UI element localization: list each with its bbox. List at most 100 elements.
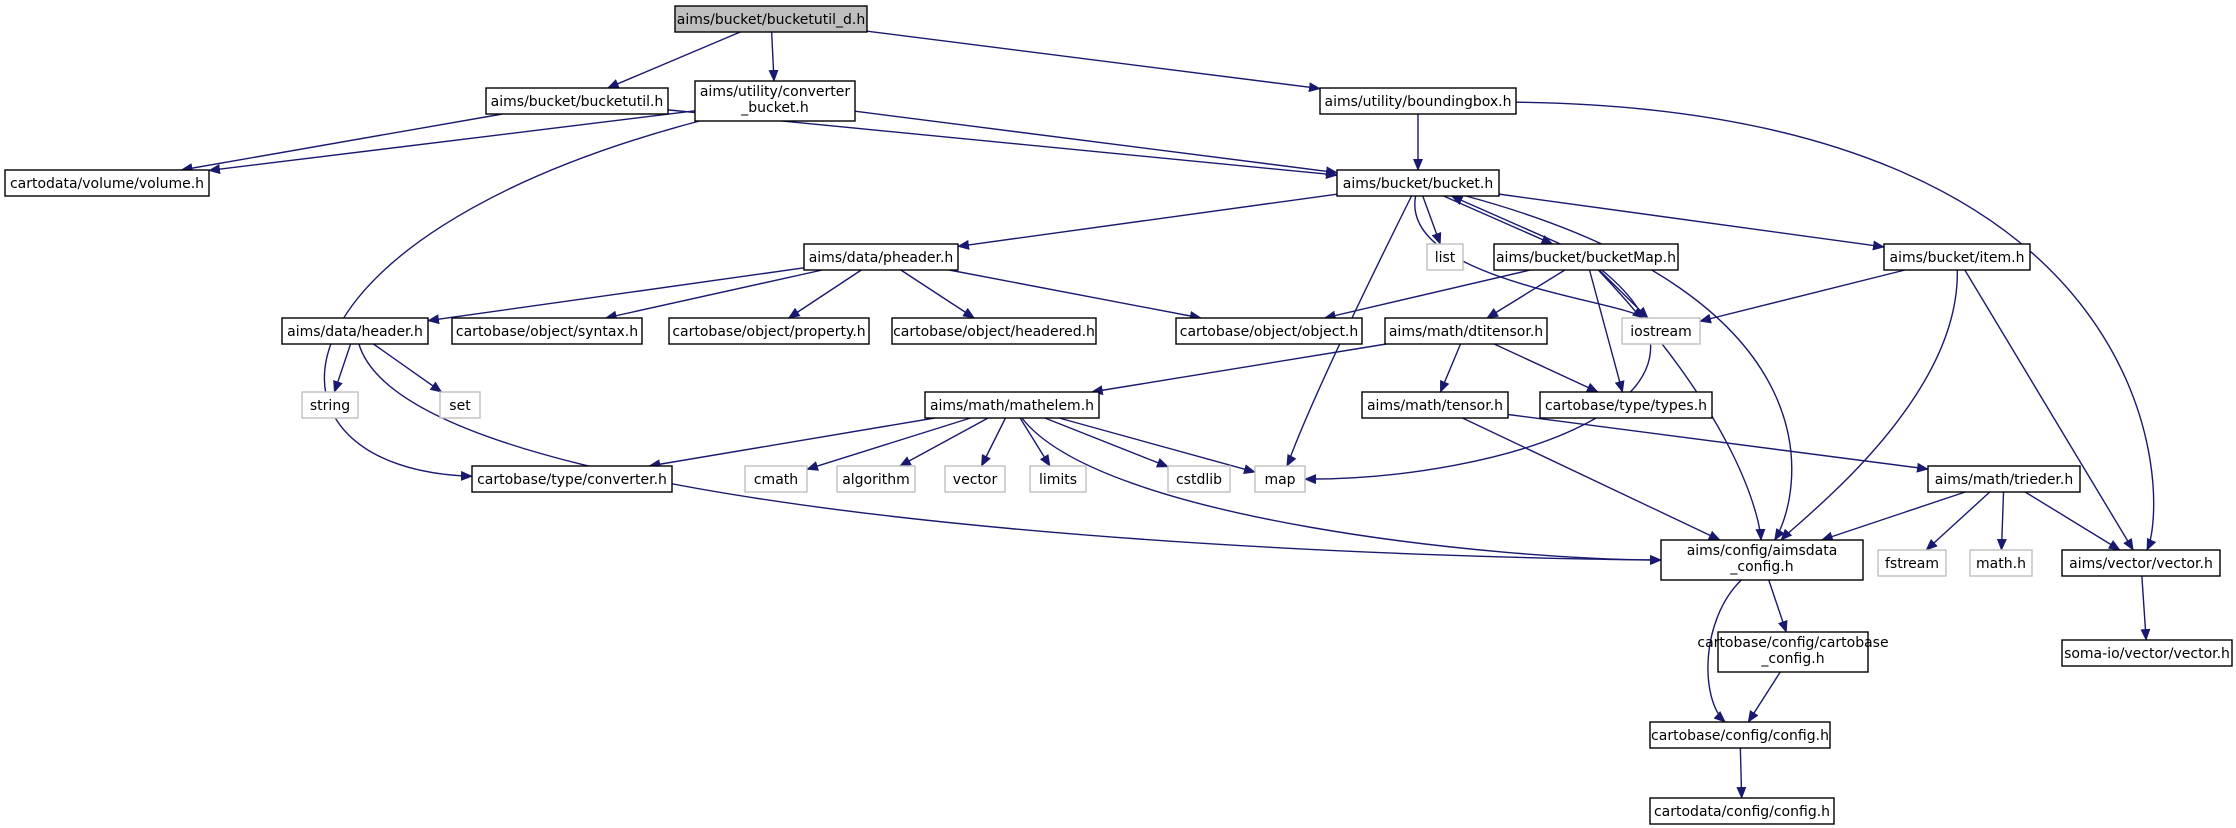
edge-aimsdata_config-to-cb_config — [1707, 579, 1742, 723]
node-converter_bucket[interactable]: aims/utility/converter_bucket.h — [694, 80, 856, 122]
edge-bucketMap-to-object — [1323, 269, 1531, 321]
node-bucketutil[interactable]: aims/bucket/bucketutil.h — [485, 87, 669, 115]
node-header[interactable]: aims/data/header.h — [281, 317, 429, 345]
node-cd_config[interactable]: cartodata/config/config.h — [1649, 797, 1835, 825]
edge-line — [900, 269, 975, 319]
edge-pheader-to-headered — [900, 269, 975, 319]
edge-line — [180, 113, 503, 174]
edge-line — [866, 30, 1321, 93]
node-box — [944, 465, 1006, 493]
node-label: cartobase/object/headered.h — [893, 324, 1095, 340]
node-volume[interactable]: cartodata/volume/volume.h — [4, 169, 210, 197]
edge-line — [1588, 269, 1625, 393]
edge-line — [787, 269, 862, 319]
edge-line — [648, 417, 935, 470]
edge-pheader-to-object — [949, 269, 1202, 321]
edge-mathelem-to-vector — [980, 417, 1007, 467]
node-box — [1649, 797, 1835, 825]
node-cartobase_config[interactable]: cartobase/config/cartobase_config.h — [1697, 631, 1889, 673]
edge-mathelem-to-aimsdata_config — [1021, 417, 1662, 565]
edge-line — [2140, 575, 2151, 641]
node-box — [1336, 169, 1500, 197]
node-label: iostream — [1630, 324, 1692, 340]
edge-bucket-to-iostream — [1414, 195, 1645, 319]
node-label: aims/utility/converter — [700, 84, 851, 100]
edge-pheader-to-header — [427, 267, 805, 325]
node-pheader[interactable]: aims/data/pheader.h — [803, 243, 959, 271]
node-set: set — [439, 391, 481, 419]
edge-line — [1443, 195, 1554, 245]
node-box — [1883, 243, 2031, 271]
node-algorithm: algorithm — [836, 465, 916, 493]
edge-trieder-to-aimsvector — [2024, 491, 2121, 551]
edge-dtitensor-to-mathelem — [1090, 343, 1387, 396]
node-mathelem[interactable]: aims/math/mathelem.h — [924, 391, 1100, 419]
edge-line — [1462, 417, 1721, 541]
node-converter[interactable]: cartobase/type/converter.h — [471, 465, 673, 493]
node-label: cartobase/object/syntax.h — [456, 324, 638, 340]
edge-line — [1021, 417, 1662, 565]
edge-line — [1304, 269, 1652, 485]
node-headered[interactable]: cartobase/object/headered.h — [891, 317, 1097, 345]
node-label: aims/math/trieder.h — [1935, 472, 2073, 488]
node-list: list — [1426, 243, 1464, 271]
node-somaio_vector[interactable]: soma-io/vector/vector.h — [2061, 639, 2233, 667]
node-cb_config[interactable]: cartobase/config/config.h — [1649, 721, 1831, 749]
node-object[interactable]: cartobase/object/object.h — [1175, 317, 1363, 345]
node-trieder[interactable]: aims/math/trieder.h — [1927, 465, 2081, 493]
edge-cartobase_config-to-cb_config — [1747, 671, 1781, 723]
node-label: soma-io/vector/vector.h — [2064, 646, 2230, 662]
edge-bucket-to-bucketMap — [1443, 195, 1554, 245]
edge-item-to-aimsdata_config — [1780, 269, 1958, 541]
node-bucketMap[interactable]: aims/bucket/bucketMap.h — [1493, 243, 1679, 271]
edge-header-to-aimsdata_config — [358, 343, 1662, 565]
node-box — [1029, 465, 1087, 493]
edge-line — [604, 269, 823, 321]
edge-bucketutil-to-volume — [180, 113, 503, 174]
edge-line — [854, 110, 1338, 177]
node-label: cartobase/type/types.h — [1545, 398, 1707, 414]
edge-line — [1736, 747, 1747, 799]
node-tensor[interactable]: aims/math/tensor.h — [1361, 391, 1509, 419]
edge-line — [208, 110, 696, 175]
node-label: fstream — [1885, 556, 1939, 572]
edge-line — [1925, 491, 1991, 551]
node-aimsvector[interactable]: aims/vector/vector.h — [2061, 549, 2221, 577]
edge-line — [1044, 417, 1169, 468]
node-cstdlib: cstdlib — [1167, 465, 1231, 493]
node-syntax[interactable]: cartobase/object/syntax.h — [451, 317, 643, 345]
edge-mathelem-to-cmath — [806, 417, 971, 471]
edge-root-to-converter_bucket — [768, 31, 779, 82]
node-label: aims/math/mathelem.h — [930, 398, 1094, 414]
edge-line — [957, 193, 1338, 250]
node-property[interactable]: cartobase/object/property.h — [668, 317, 870, 345]
edge-line — [358, 343, 1662, 565]
node-label: aims/bucket/bucket.h — [1343, 176, 1494, 192]
node-item[interactable]: aims/bucket/item.h — [1883, 243, 2031, 271]
node-boundingbox[interactable]: aims/utility/boundingbox.h — [1319, 87, 1517, 115]
node-label: list — [1435, 250, 1456, 266]
node-label: cartobase/config/config.h — [1651, 728, 1829, 744]
edge-root-to-boundingbox — [866, 30, 1321, 93]
edge-line — [1780, 269, 1958, 541]
node-aimsdata_config[interactable]: aims/config/aimsdata_config.h — [1660, 539, 1864, 581]
node-cmath: cmath — [744, 465, 808, 493]
edge-line — [1323, 269, 1531, 321]
edge-line — [1058, 417, 1256, 474]
edge-bucketMap-to-map — [1304, 269, 1652, 485]
node-label: cartobase/type/converter.h — [477, 472, 667, 488]
edge-line — [323, 120, 700, 481]
node-root: aims/bucket/bucketutil_d.h — [674, 5, 868, 33]
edge-dtitensor-to-tensor — [1439, 343, 1462, 393]
node-label: math.h — [1976, 556, 2026, 572]
node-dtitensor[interactable]: aims/math/dtitensor.h — [1384, 317, 1548, 345]
node-types[interactable]: cartobase/type/types.h — [1539, 391, 1713, 419]
edge-tensor-to-trieder — [1507, 413, 1929, 473]
edge-bucket-to-map — [1286, 195, 1413, 467]
node-bucket[interactable]: aims/bucket/bucket.h — [1336, 169, 1500, 197]
edge-line — [1286, 195, 1413, 467]
edge-line — [1422, 195, 1442, 245]
node-box — [836, 465, 916, 493]
node-label: aims/data/pheader.h — [809, 250, 954, 266]
